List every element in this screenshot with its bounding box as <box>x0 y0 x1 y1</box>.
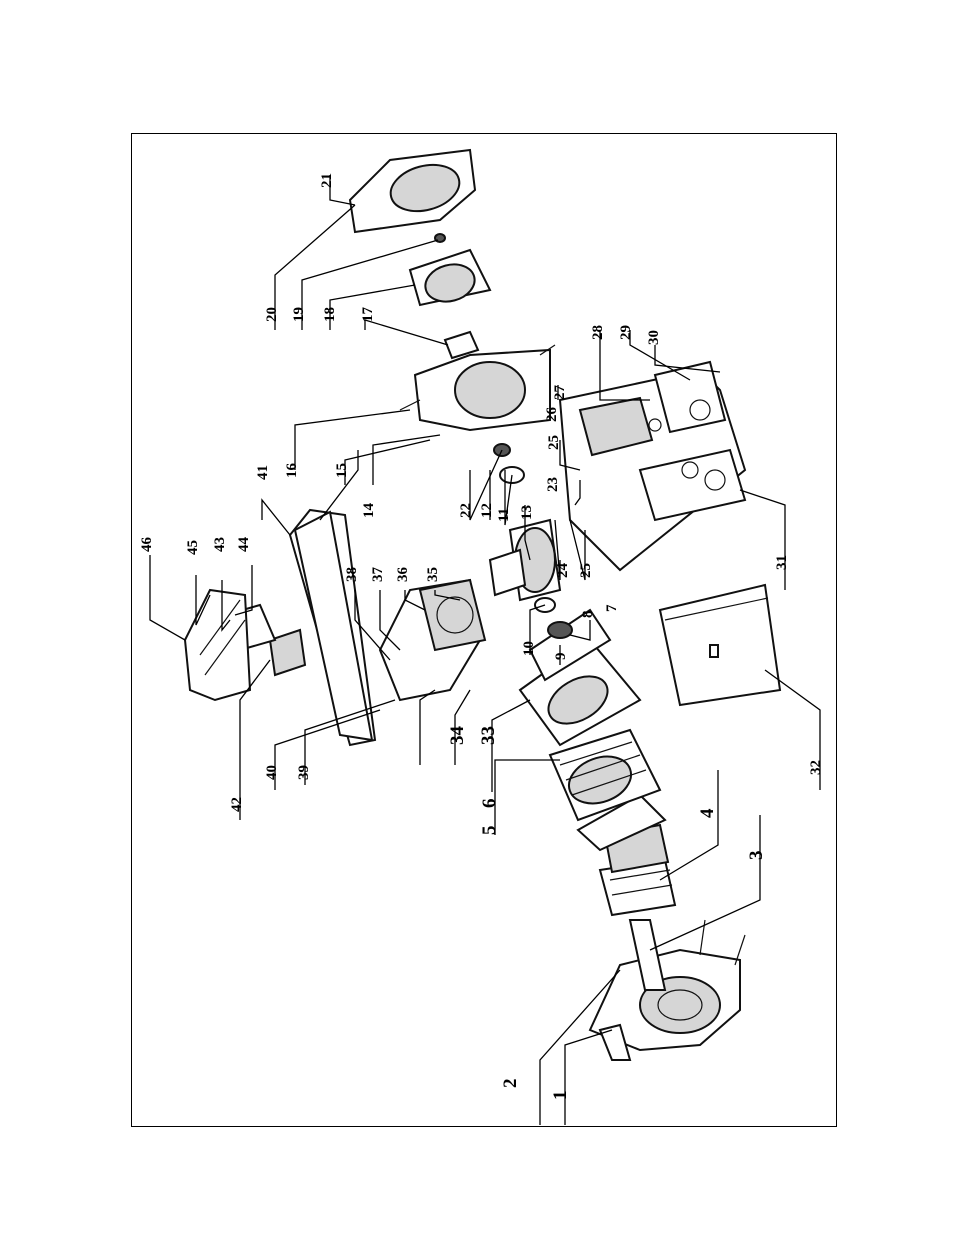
label-21: 21 <box>319 173 335 188</box>
flywheel-drawing <box>410 234 490 358</box>
label-36: 36 <box>395 567 411 583</box>
label-8: 8 <box>580 611 596 619</box>
label-43: 43 <box>212 537 228 552</box>
label-25b: 25 <box>546 435 562 450</box>
label-22: 22 <box>458 503 474 518</box>
label-24: 24 <box>555 563 571 579</box>
label-17: 17 <box>360 307 376 323</box>
label-28: 28 <box>590 325 606 340</box>
label-19: 19 <box>291 307 307 322</box>
label-14: 14 <box>361 503 377 519</box>
label-1: 1 <box>550 1091 571 1101</box>
label-12: 12 <box>479 503 495 518</box>
label-41: 41 <box>255 465 271 480</box>
recoil-cover-drawing <box>350 150 475 232</box>
crankcase-cover-drawing <box>400 345 555 430</box>
end-cover-drawing <box>590 920 745 1060</box>
label-27: 27 <box>552 385 568 401</box>
label-46: 46 <box>139 537 155 553</box>
label-13: 13 <box>519 505 535 520</box>
label-25a: 25 <box>578 563 594 578</box>
label-4: 4 <box>697 808 718 818</box>
label-37: 37 <box>370 567 386 583</box>
label-30: 30 <box>646 330 662 345</box>
label-15: 15 <box>334 463 350 478</box>
label-5: 5 <box>479 826 500 836</box>
label-23: 23 <box>545 477 561 492</box>
label-16: 16 <box>284 463 300 479</box>
label-39: 39 <box>296 765 312 780</box>
label-44: 44 <box>236 537 252 553</box>
label-2: 2 <box>500 1079 521 1089</box>
label-29: 29 <box>618 325 634 340</box>
box-drawing <box>660 585 780 705</box>
label-33: 33 <box>478 726 499 745</box>
label-40: 40 <box>264 765 280 780</box>
front-housing-drawing <box>520 610 640 745</box>
label-6: 6 <box>479 799 500 809</box>
label-26: 26 <box>544 407 560 423</box>
label-7: 7 <box>604 604 620 612</box>
label-42: 42 <box>229 797 245 812</box>
label-3: 3 <box>746 851 767 861</box>
label-35: 35 <box>425 567 441 582</box>
label-11: 11 <box>496 508 512 522</box>
frame-panel-drawing <box>560 362 745 570</box>
label-20: 20 <box>264 307 280 322</box>
label-34: 34 <box>447 726 468 746</box>
label-32: 32 <box>808 760 824 775</box>
label-31: 31 <box>774 555 790 570</box>
label-10: 10 <box>521 641 537 656</box>
label-45: 45 <box>185 540 201 555</box>
label-18: 18 <box>322 307 338 322</box>
seal-drawing <box>535 598 572 638</box>
label-9: 9 <box>553 653 569 661</box>
label-38: 38 <box>344 567 360 582</box>
